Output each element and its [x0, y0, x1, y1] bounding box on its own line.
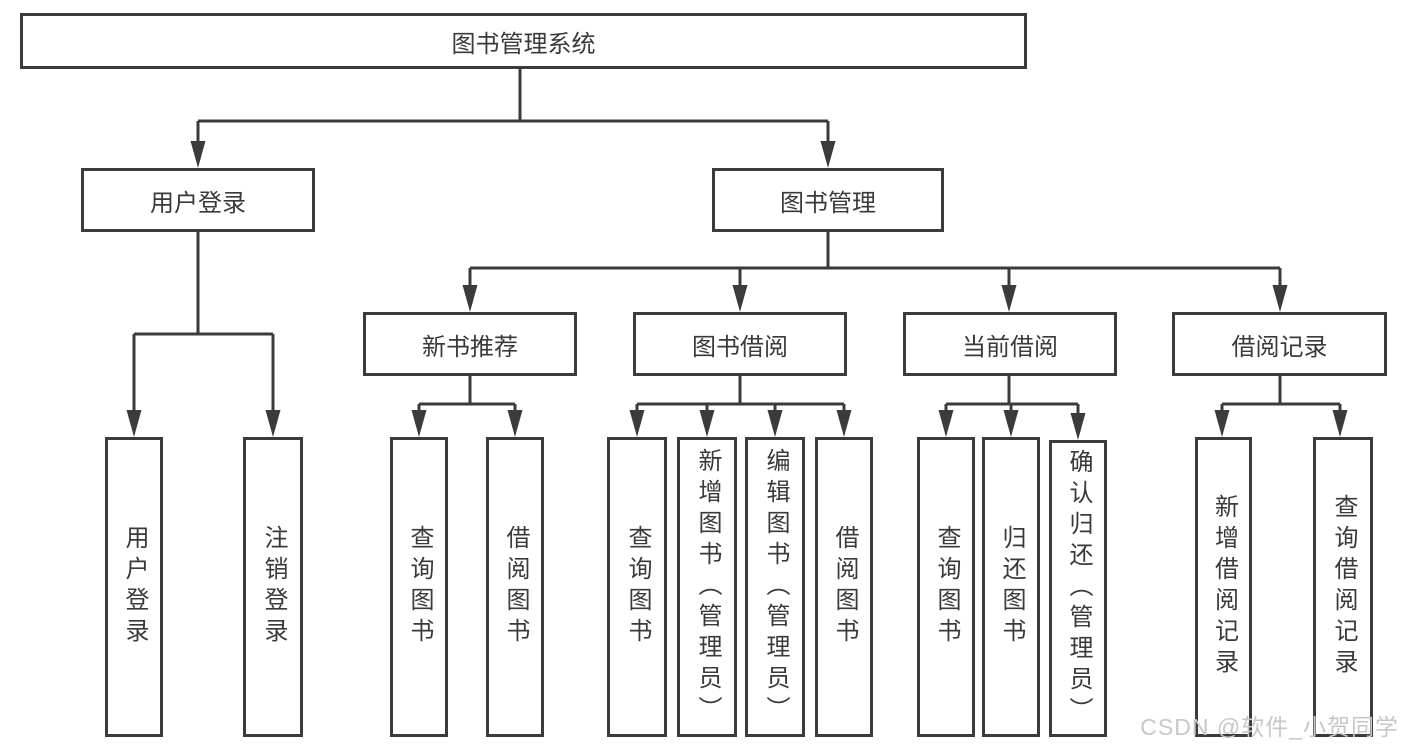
- node-label: 确认归还（管理员）: [1065, 449, 1092, 728]
- node-label: 借阅图书: [502, 525, 529, 649]
- leaf-borrow-books: 借阅图书: [486, 437, 544, 737]
- node-label: 新书推荐: [422, 333, 518, 361]
- node-label: 新增借阅记录: [1210, 494, 1238, 680]
- node-library-management-system: 图书管理系统: [20, 13, 1027, 69]
- node-label: 用户登录: [121, 525, 148, 649]
- node-book-borrowing: 图书借阅: [633, 312, 847, 376]
- node-new-book-recommend: 新书推荐: [363, 312, 577, 376]
- node-label: 查询借阅记录: [1330, 494, 1357, 680]
- node-label: 注销登录: [260, 525, 287, 649]
- node-label: 归还图书: [998, 525, 1025, 649]
- node-current-borrowing: 当前借阅: [903, 312, 1117, 376]
- node-label: 查询图书: [406, 525, 433, 649]
- node-label: 编辑图书（管理员）: [762, 447, 789, 727]
- node-label: 借阅图书: [831, 525, 858, 649]
- leaf-borrow-books: 借阅图书: [815, 437, 873, 737]
- leaf-query-books: 查询图书: [917, 437, 975, 737]
- leaf-query-books: 查询图书: [390, 437, 448, 737]
- leaf-add-books-admin: 新增图书（管理员）: [677, 437, 737, 737]
- csdn-watermark: CSDN @软件_小贺同学: [1140, 714, 1399, 740]
- leaf-edit-books-admin: 编辑图书（管理员）: [745, 437, 805, 737]
- leaf-logout: 注销登录: [243, 437, 303, 737]
- leaf-user-login: 用户登录: [105, 437, 163, 737]
- leaf-return-books: 归还图书: [982, 437, 1040, 737]
- node-borrow-records: 借阅记录: [1172, 312, 1387, 376]
- node-label: 图书管理: [780, 189, 876, 217]
- node-book-management: 图书管理: [712, 168, 944, 232]
- node-label: 借阅记录: [1231, 333, 1328, 361]
- node-label: 新增图书（管理员）: [694, 447, 721, 727]
- node-label: 图书借阅: [692, 333, 788, 361]
- leaf-query-borrow-record: 查询借阅记录: [1313, 437, 1373, 737]
- node-label: 图书管理系统: [451, 30, 596, 58]
- node-label: 查询图书: [624, 525, 651, 649]
- node-label: 当前借阅: [962, 333, 1058, 361]
- leaf-confirm-return-admin: 确认归还（管理员）: [1049, 440, 1107, 737]
- node-user-login: 用户登录: [81, 168, 315, 232]
- node-label: 查询图书: [933, 525, 960, 649]
- leaf-add-borrow-record: 新增借阅记录: [1195, 437, 1252, 737]
- node-label: 用户登录: [150, 189, 246, 217]
- arrowhead-icons: [126, 141, 1348, 440]
- leaf-query-books: 查询图书: [607, 437, 667, 737]
